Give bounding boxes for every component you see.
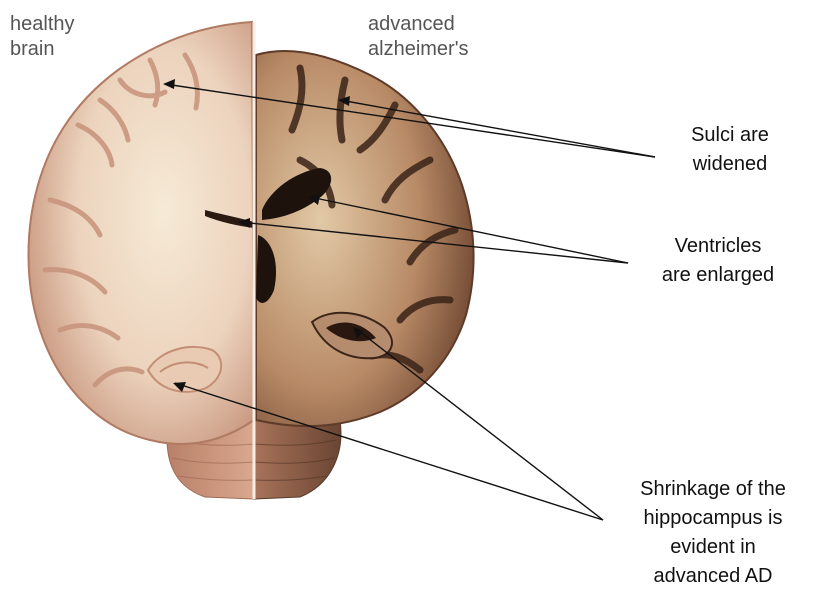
advanced-alzheimers-label: advanced alzheimer's (368, 12, 469, 62)
healthy-brain-section (28, 22, 254, 444)
ventricles-annotation: Ventricles are enlarged (628, 232, 808, 290)
healthy-hemisphere (28, 22, 254, 499)
sulci-annotation: Sulci are widened (650, 121, 810, 179)
pointer-hippocampus-diseased (355, 328, 603, 520)
healthy-brain-label: healthy brain (10, 12, 75, 62)
hippocampus-annotation: Shrinkage of the hippocampus is evident … (618, 475, 808, 591)
